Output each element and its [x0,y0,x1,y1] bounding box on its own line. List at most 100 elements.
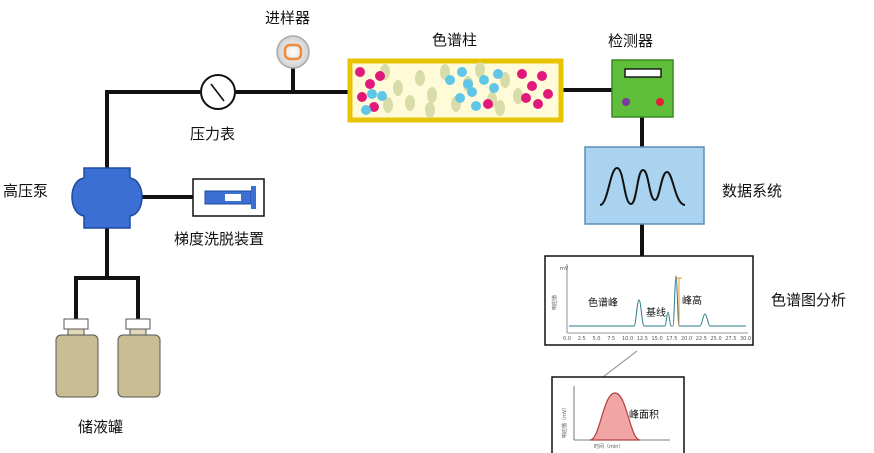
bottle-body-right [117,334,161,398]
column-bead [471,101,481,111]
chrom-tick-label: 17.5 [666,336,677,342]
column-bead [361,105,371,115]
reservoir-bottle-right [117,318,161,398]
column-bead [427,87,437,103]
chrom-tick-label: 10.0 [622,336,633,342]
chrom-tick-label: 25.0 [711,336,722,342]
bottle-body-left [55,334,99,398]
high-pressure-pump [71,167,143,229]
column-bead [489,83,499,93]
label-reservoir: 储液罐 [78,418,123,436]
label-peak-area: 峰面积 [629,409,659,421]
label-column: 色谱柱 [432,31,477,49]
column-bead [365,79,375,89]
label-chromatogram-analysis: 色谱图分析 [771,291,846,309]
label-data-system: 数据系统 [722,182,782,200]
chrom-tick-label: 20.0 [681,336,692,342]
detector-led-purple [622,98,630,106]
chromatogram-frame [544,255,754,346]
pipe-pump-to-gauge [105,90,200,168]
column-bead [537,71,547,81]
syringe-plunger [251,186,256,209]
pipe-left-bottle [74,276,107,320]
column-bead [369,102,379,112]
data-waveform-icon [599,166,686,206]
injector-body [276,35,310,69]
label-baseline: 基线 [646,306,666,319]
inset-x-title: 时间（min） [594,443,623,450]
data-system [584,146,705,225]
column-bead [483,99,493,109]
column-beads [355,62,553,118]
column-bead [425,102,435,118]
column-bead [467,87,477,97]
column-bead [457,67,467,77]
column-bead [367,89,377,99]
label-pressure-gauge: 压力表 [190,125,235,143]
peak-area-inset: 响应值（mV） 时间（min） 峰面积 [551,376,685,453]
column-bead [445,75,455,85]
column-bead [355,67,365,77]
peak-area-fill [589,392,641,441]
column-bead [543,89,553,99]
column-bead [479,75,489,85]
column-bead [527,81,537,91]
column-bead [455,93,465,103]
column-bead [513,88,523,104]
column-bead [383,97,393,113]
syringe-window [225,194,241,201]
column-bead [405,95,415,111]
column-bead [375,71,385,81]
column-bead [495,100,505,116]
label-chrom-peak: 色谱峰 [588,296,618,309]
label-detector: 检测器 [608,32,653,50]
reservoir-bottle-left [55,318,99,398]
chrom-tick-label: 15.0 [652,336,663,342]
injector [276,35,310,69]
chrom-tick-label: 30.0 [740,336,751,342]
chrom-tick-label: 5.0 [593,336,601,342]
column-bead [377,91,387,101]
pump-body [71,167,143,229]
column-bead [357,92,367,102]
pipe-right-bottle [107,276,140,320]
data-system-screen [584,146,705,225]
column-bead [493,69,503,79]
gradient-device [192,178,265,217]
column-bead [517,69,527,79]
chrom-tick-label: 0.0 [563,336,571,342]
chrom-y-unit: mV [560,266,569,272]
column-bead [521,93,531,103]
chrom-y-title: 响应值 [551,295,558,310]
label-peak-height: 峰高 [682,294,702,307]
bottle-cap-right [125,318,151,330]
pressure-gauge [200,74,236,110]
pipe-network [74,68,644,320]
detector-display [624,68,662,78]
chromatography-column [347,58,564,123]
gauge-needle-icon [210,83,225,102]
detector-led-red [656,98,664,106]
chrom-tick-label: 12.5 [637,336,648,342]
detector [611,59,674,118]
bottle-cap-left [63,318,89,330]
label-injector: 进样器 [265,9,310,27]
column-bead [393,80,403,96]
connector-to-inset [602,350,638,378]
chrom-tick-label: 7.5 [607,336,615,342]
chrom-tick-label: 2.5 [578,336,586,342]
label-pump: 高压泵 [3,182,48,200]
label-gradient: 梯度洗脱装置 [174,230,264,248]
chrom-tick-label: 27.5 [725,336,736,342]
column-bead [463,79,473,89]
chrom-tick-label: 22.5 [696,336,707,342]
inset-y-title: 响应值（mV） [561,405,568,438]
column-bead [533,99,543,109]
chromatogram-trace [569,275,746,327]
column-bead [415,70,425,86]
injector-valve-icon [283,43,303,61]
